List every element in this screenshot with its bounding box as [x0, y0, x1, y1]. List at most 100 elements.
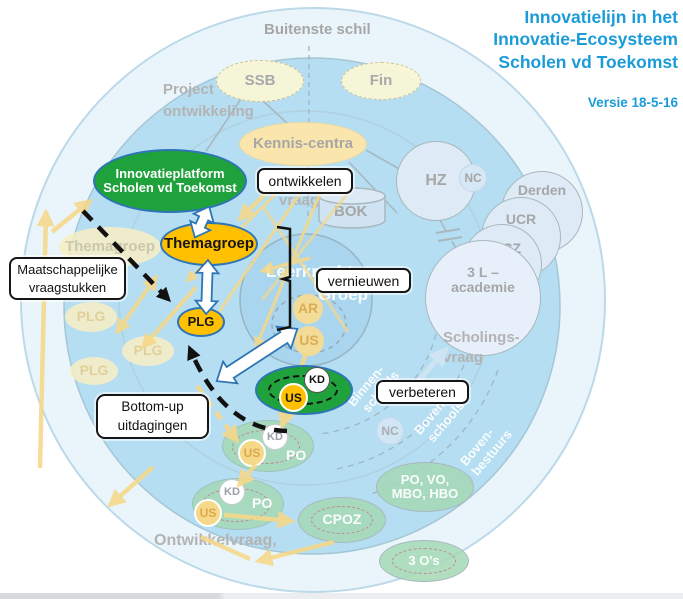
yellow-arrows-group — [36, 169, 354, 567]
white-arrow-plg-us — [215, 325, 299, 385]
fin-label: Fin — [369, 71, 393, 89]
vernieuwen-callout: vernieuwen — [316, 268, 411, 293]
yellow-arrow-mid-bottom — [236, 462, 258, 488]
scholingsvraag-label: Scholings- vraag — [443, 328, 520, 369]
project-ontwikkeling-label: Project ontwikkeling — [163, 79, 254, 123]
connector-kennis-hz — [365, 149, 402, 171]
buitenste-schil-label: Buitenste schil — [264, 21, 371, 38]
ssb-label: SSB — [244, 71, 276, 89]
yellow-double-arrow-plg — [115, 274, 158, 335]
fin-ellipse: Fin — [341, 62, 421, 100]
bottomup-callout: Bottom-up uitdagingen — [96, 394, 209, 439]
black-dashed-arrow-bottomup — [187, 345, 288, 434]
us-green-label: US — [285, 390, 302, 405]
verbeteren-label: verbeteren — [389, 384, 456, 400]
capacitor-symbol — [435, 228, 463, 242]
us-green-circle: US — [279, 383, 308, 412]
connector-ssb-kennis — [261, 99, 289, 125]
ucr-label: UCR — [505, 211, 537, 227]
yellow-arrow-us-cpoz — [223, 510, 296, 529]
yellow-line-cross-2 — [254, 171, 331, 350]
kennis-centra-label: Kennis-centra — [252, 134, 354, 152]
ontwikkelen-label: ontwikkelen — [268, 173, 342, 189]
us-mid-label: US — [243, 446, 261, 460]
title-line2: Innovatie-Ecosysteem — [493, 29, 678, 50]
project-line1: Project — [163, 81, 214, 98]
vernieuwen-label: vernieuwen — [327, 272, 400, 289]
page-title: Innovatielijn in het Innovatie-Ecosystee… — [428, 6, 678, 73]
kd-bottom-label: KD — [224, 486, 240, 498]
nc-mid-label: NC — [381, 423, 399, 438]
version-label: Versie 18-5-16 — [587, 95, 678, 110]
yellow-arrow-kennis-themagroep — [237, 189, 270, 222]
povo-ellipse: PO, VO, MBO, HBO — [376, 462, 474, 512]
title-line3: Scholen vd Toekomst — [498, 51, 678, 72]
white-arrow-innovatieplatform-themagroep — [188, 205, 216, 239]
cpoz-dashed — [311, 506, 373, 534]
innovatieplatform-line2: Scholen vd Toekomst — [103, 180, 237, 195]
yellow-line-cross-5 — [260, 187, 354, 301]
l3-academie-circle: 3 L – academie — [425, 240, 541, 356]
ontwikkelen-callout: ontwikkelen — [257, 168, 353, 194]
bottom-edge-strip — [0, 593, 683, 599]
ar-circle: AR — [293, 294, 323, 324]
scholings-line1: Scholings- — [443, 329, 520, 346]
plg-faded-3-label: PLG — [79, 362, 109, 379]
yellow-arrow-plg2 — [140, 285, 198, 350]
yellow-arrow-center-left — [259, 256, 311, 275]
bracket-vernieuwen — [276, 225, 292, 332]
kd-mid-circle: KD — [262, 424, 288, 450]
scholings-line2: vraag — [443, 349, 484, 367]
bok-label: BOK — [334, 203, 368, 220]
ar-label: AR — [297, 300, 319, 317]
nc-top-label: NC — [464, 170, 482, 185]
connector-kennis-right — [348, 161, 398, 214]
kd-green-circle: KD — [304, 367, 330, 393]
nc-mid-circle: NC — [376, 417, 404, 445]
project-line2: ontwikkeling — [163, 102, 254, 120]
povo-line2: MBO, HBO — [391, 486, 459, 501]
bottomup-line2: uitdagingen — [117, 417, 188, 433]
po-bottom-label: PO — [252, 495, 273, 511]
title-line1: Innovatielijn in het — [524, 7, 678, 27]
us-center-circle: US — [294, 326, 324, 356]
yellow-arrow-topleft — [50, 198, 93, 234]
themagroep-label: Themagroep — [163, 234, 254, 252]
bottomup-line1: Bottom-up — [121, 398, 184, 414]
o3-dashed — [392, 548, 456, 574]
connector-ssb-left — [205, 98, 242, 152]
nc-top-circle: NC — [459, 164, 487, 192]
verbeteren-callout: verbeteren — [376, 380, 469, 404]
innovatieplatform-line1: Innovatieplatform — [115, 165, 225, 181]
ontwikkelvraag-label: Ontwikkelvraag, — [154, 532, 277, 549]
yellow-line-bottom-join — [200, 534, 251, 562]
kd-green-label: KD — [309, 374, 325, 386]
yellow-dashed-arrow — [195, 384, 240, 444]
yellow-arrow-bottomleft — [107, 465, 155, 508]
plg-label: PLG — [187, 313, 215, 329]
yellow-arrow-left-vertical — [36, 208, 55, 469]
plg-faded-1: PLG — [65, 302, 117, 332]
white-arrow-themagroep-plg — [193, 258, 221, 316]
yellow-line-cross-1 — [210, 169, 318, 324]
innovatieplatform-ellipse: Innovatieplatform Scholen vd Toekomst — [93, 149, 247, 213]
bok-cylinder-body — [318, 196, 386, 229]
l3-line2: academie — [451, 279, 515, 296]
us-center-label: US — [299, 332, 319, 349]
po-mid-label: PO — [286, 447, 307, 463]
maatschappelijke-line2: vraagstukken — [28, 279, 107, 295]
maatschappelijke-line1: Maatschappelijke — [17, 261, 118, 277]
kd-bottom-circle: KD — [219, 479, 245, 505]
us-bottom-label: US — [199, 506, 217, 520]
hz-label: HZ — [425, 172, 447, 190]
vraag-label: vraag — [279, 192, 320, 209]
themagroep-faded-label: Themagroep — [64, 237, 155, 255]
white-double-arrows-group — [188, 205, 299, 385]
yellow-arrow-cpoz-down — [254, 539, 335, 567]
yellow-line-cross-4 — [260, 204, 350, 333]
l3-line1: 3 L – — [467, 264, 499, 280]
kennis-centra-ellipse: Kennis-centra — [239, 122, 367, 166]
